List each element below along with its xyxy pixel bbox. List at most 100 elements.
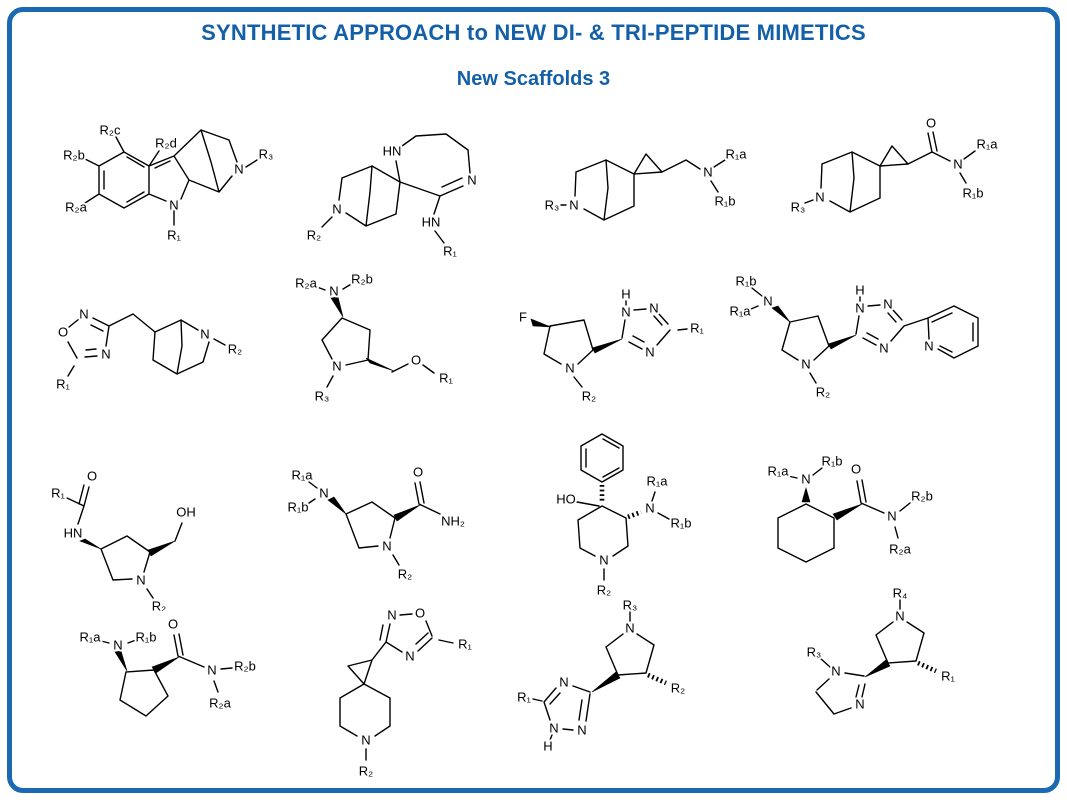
atom-label: N (329, 283, 338, 298)
scaffold-aminopyrrolidine-ether: R₂a N R₂b O R₁ N R₃ (276, 260, 486, 410)
scaffold-pyrrolidine-imidazoline: R₄ N R₁ R₃ N N (778, 580, 983, 750)
r-group-label: R₁a (729, 303, 751, 318)
structure-drawing: R₃ N N R₁a R₁b (543, 144, 749, 221)
r-group-label: R₁ (167, 227, 181, 242)
r-group-label: R₁a (291, 467, 313, 482)
r-group-label: R₁b (714, 193, 735, 208)
atom-label: HN (383, 143, 402, 158)
atom-label: N (549, 720, 558, 735)
r-group-label: R₁ (941, 668, 955, 683)
scaffold-tropane-spiro-amidine: N R₂ HN N HN R₁ (292, 126, 522, 281)
r-group-label: R₃ (623, 597, 638, 612)
wedge-bond (530, 318, 552, 328)
scaffold-aminophenylpiperidinol: HO R₁a N R₁b N R₂ (502, 420, 697, 615)
atom-label: NH₂ (441, 513, 465, 528)
atom-label: N (467, 172, 476, 187)
bonds (308, 481, 441, 566)
scaffold-oxadiazole-spiropiperidine: N O R₁ N N R₂ (290, 590, 495, 790)
structure-drawing: N O R₁ N N R₂ (339, 603, 474, 780)
r-group-label: R₂a (295, 275, 317, 290)
r-group-label: R₂d (155, 135, 177, 150)
atom-label: N (855, 300, 864, 315)
atom-label: N (763, 293, 772, 308)
r-group-label: R₂ (582, 388, 596, 403)
r-group-label: R₁b (670, 515, 691, 530)
page-subtitle: New Scaffolds 3 (456, 68, 611, 90)
wedge-bond (393, 504, 421, 522)
structure-drawing: R₁ O HN OH N R₂ (49, 466, 198, 615)
bonds (339, 613, 454, 761)
wedge-bond (327, 496, 347, 515)
atom-label: N (801, 356, 810, 371)
r-group-label: R₃ (807, 644, 822, 659)
r-group-label: R₁a (646, 473, 668, 488)
r-group-label: R₂b (234, 658, 256, 673)
r-group-label: R₂a (65, 199, 87, 214)
structure-drawing: R₁a N R₁b O N R₂b R₂a (765, 451, 935, 563)
r-group-label: R₁ (458, 636, 472, 651)
r-group-label: R₁ (443, 243, 457, 258)
scaffold-aminocyclopentane-carboxamide: R₁a N R₁b O N R₂b R₂a (52, 610, 267, 770)
wedge-bond (801, 486, 811, 503)
r-group-label: R₁a (725, 146, 747, 161)
atom-label: N (113, 637, 122, 652)
bonds (532, 611, 655, 741)
hash-bond (627, 509, 642, 520)
wedge-bond (147, 540, 176, 557)
atom-label: O (415, 605, 425, 620)
bonds (84, 129, 258, 226)
scaffold-aminocyclohexane-carboxamide: R₁a N R₁b O N R₂b R₂a (712, 440, 947, 605)
atom-label: H (855, 282, 864, 297)
bonds (576, 433, 670, 581)
atom-label: N (361, 732, 370, 747)
r-group-label: R₁ (690, 320, 704, 335)
atom-label: N (577, 722, 586, 737)
bonds (67, 313, 226, 377)
atom-label: N (136, 572, 145, 587)
wedge-bond (79, 538, 102, 550)
bonds (100, 633, 233, 717)
r-group-label: R₂b (911, 488, 933, 503)
r-group-label: R₂a (889, 541, 911, 556)
structure-drawing: HO R₁a N R₁b N R₂ (554, 433, 694, 599)
structure-drawing: F H N N N R₁ N R₂ (517, 284, 706, 405)
bonds (321, 133, 471, 244)
hash-bond (647, 672, 667, 686)
r-group-label: R₁ (439, 370, 453, 385)
atom-label: N (815, 189, 824, 204)
atom-label: N (169, 197, 178, 212)
atom-label: O (58, 324, 68, 339)
bonds (66, 484, 183, 599)
atom-label: N (625, 620, 634, 635)
atom-label: N (953, 156, 962, 171)
atom-label: N (703, 164, 712, 179)
atom-label: N (234, 161, 243, 176)
atom-label: HO (556, 491, 576, 506)
structure-drawing: R₂a N R₂b O R₁ N R₃ (293, 269, 455, 405)
atom-label: O (411, 352, 421, 367)
atom-label: N (879, 340, 888, 355)
r-group-label: R₁b (821, 453, 842, 468)
atom-label: N (645, 500, 654, 515)
atom-label: N (924, 338, 933, 353)
atom-label: H (543, 738, 552, 753)
scaffold-bridged-carbazole: R₂c R₂d R₂b R₂a N R₁ N R₃ (52, 110, 282, 280)
wedge-bond (832, 503, 863, 521)
wedge-bond (365, 357, 395, 372)
atom-label: N (565, 360, 574, 375)
r-group-label: R₃ (791, 199, 806, 214)
scaffold-oxadiazolylmethyl-tropane: N O N R₁ N R₂ (33, 286, 263, 411)
bonds (777, 467, 911, 563)
atom-label: N (855, 696, 864, 711)
r-group-label: R₁a (79, 629, 101, 644)
r-group-label: R₂b (351, 271, 373, 286)
r-group-label: R₂c (100, 122, 121, 137)
r-group-label: R₂ (671, 680, 685, 695)
wedge-bond (114, 650, 128, 672)
r-group-label: R₃ (259, 146, 274, 161)
structure-drawing: R₃ N R₂ N R₁ N N H (515, 595, 687, 755)
scaffold-aminopyrrolidine-carboxamide: R₁a N R₁b O NH₂ N R₂ (268, 446, 483, 591)
atom-label: N (101, 346, 110, 361)
atom-label: N (559, 674, 568, 689)
structure-drawing: R₁a N R₁b O NH₂ N R₂ (285, 462, 466, 583)
